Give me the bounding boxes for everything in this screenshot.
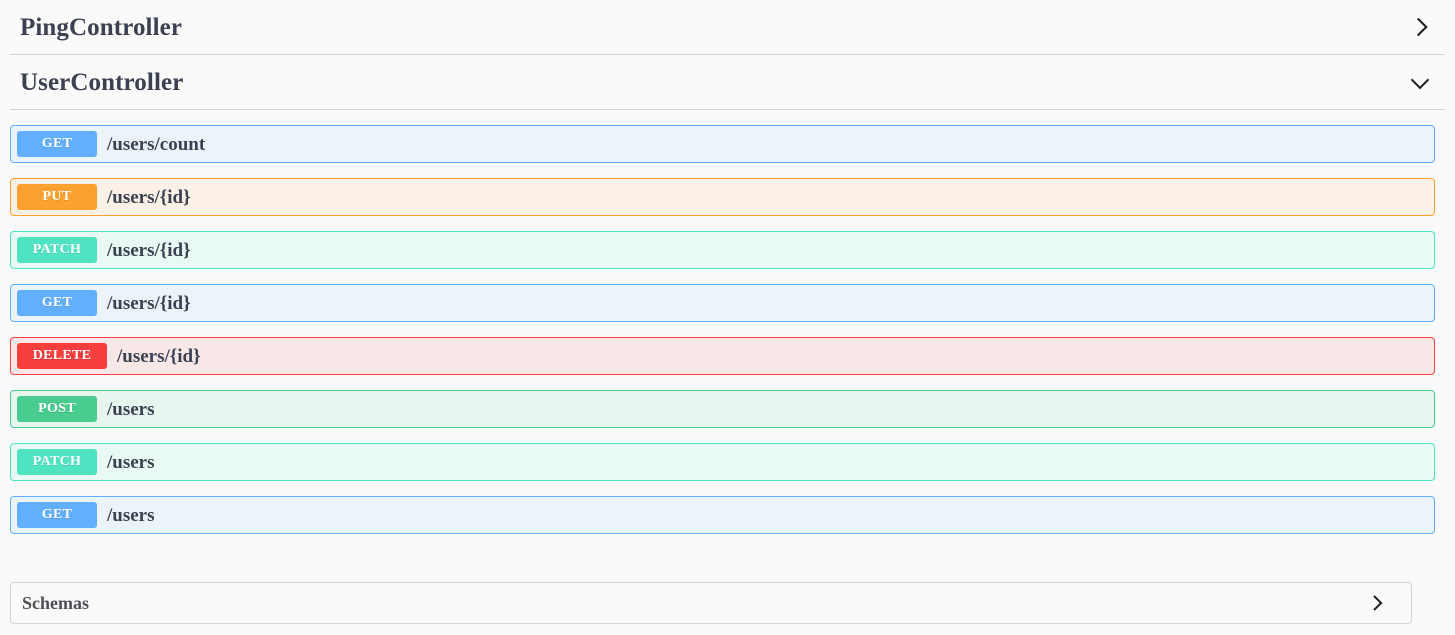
operation-row-delete-users-id[interactable]: DELETE /users/{id} xyxy=(10,337,1435,375)
method-badge: DELETE xyxy=(17,343,107,369)
operation-block: GET /users/{id} xyxy=(10,269,1435,322)
operation-row-patch-users[interactable]: PATCH /users xyxy=(10,443,1435,481)
tag-header-usercontroller[interactable]: UserController xyxy=(10,55,1445,110)
tag-section-pingcontroller: PingController xyxy=(10,0,1445,55)
operation-path: /users xyxy=(107,398,155,420)
schemas-box: Schemas xyxy=(10,582,1412,624)
schemas-section: Schemas xyxy=(10,582,1412,624)
tag-header-pingcontroller[interactable]: PingController xyxy=(10,0,1445,55)
schemas-title: Schemas xyxy=(22,593,89,613)
tag-section-usercontroller: UserController xyxy=(10,55,1445,110)
operation-row-get-users-count[interactable]: GET /users/count xyxy=(10,125,1435,163)
operation-block: PUT /users/{id} xyxy=(10,163,1435,216)
method-badge: GET xyxy=(17,502,97,528)
chevron-down-icon[interactable] xyxy=(1410,72,1430,92)
operation-path: /users xyxy=(107,504,155,526)
method-badge: GET xyxy=(17,131,97,157)
method-badge: PATCH xyxy=(17,449,97,475)
method-badge: POST xyxy=(17,396,97,422)
operation-path: /users/{id} xyxy=(107,292,191,314)
operation-block: POST /users xyxy=(10,375,1435,428)
chevron-right-icon[interactable] xyxy=(1410,17,1430,37)
method-badge: GET xyxy=(17,290,97,316)
operation-block: DELETE /users/{id} xyxy=(10,322,1435,375)
operation-block: PATCH /users xyxy=(10,428,1435,481)
operation-row-put-users-id[interactable]: PUT /users/{id} xyxy=(10,178,1435,216)
operation-row-get-users[interactable]: GET /users xyxy=(10,496,1435,534)
tag-title: PingController xyxy=(20,13,183,41)
operation-row-patch-users-id[interactable]: PATCH /users/{id} xyxy=(10,231,1435,269)
method-badge: PUT xyxy=(17,184,97,210)
operation-block: PATCH /users/{id} xyxy=(10,216,1435,269)
chevron-right-icon[interactable] xyxy=(1366,593,1386,613)
operation-path: /users xyxy=(107,451,155,473)
operation-block: GET /users xyxy=(10,481,1435,534)
operation-row-get-users-id[interactable]: GET /users/{id} xyxy=(10,284,1435,322)
operation-path: /users/{id} xyxy=(117,345,201,367)
operation-row-post-users[interactable]: POST /users xyxy=(10,390,1435,428)
operations-list-usercontroller: GET /users/count PUT /users/{id} PATCH /… xyxy=(0,110,1455,534)
method-badge: PATCH xyxy=(17,237,97,263)
schemas-header[interactable]: Schemas xyxy=(11,583,1411,623)
operation-path: /users/count xyxy=(107,133,206,155)
operation-path: /users/{id} xyxy=(107,239,191,261)
operation-block: GET /users/count xyxy=(10,110,1435,163)
operation-path: /users/{id} xyxy=(107,186,191,208)
tag-title: UserController xyxy=(20,68,184,96)
